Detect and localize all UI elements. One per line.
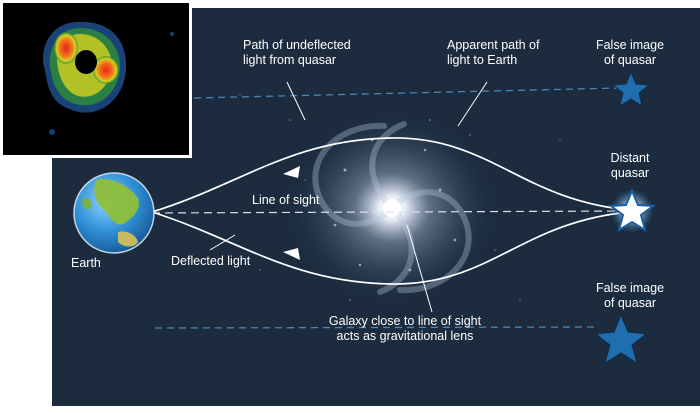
distant-quasar-star-icon [608, 188, 656, 233]
deflected-light-top-path [151, 137, 631, 213]
undeflected-path-label: Path of undeflected light from quasar [243, 38, 351, 67]
apparent-path-top-dashed-line [193, 87, 619, 99]
arrow-top-icon [283, 166, 300, 178]
false-image-bottom-star-icon [594, 313, 648, 365]
pointer-deflected [209, 234, 236, 251]
deflected-light-bottom-path [151, 211, 631, 285]
line-of-sight-dashed-line [151, 210, 626, 214]
false-image-top-star-icon [611, 70, 651, 108]
false-image-top-label: False image of quasar [595, 38, 665, 67]
spiral-galaxy-image [282, 108, 502, 308]
radio-image-inset [0, 0, 192, 158]
apparent-path-bottom-dashed-line [154, 326, 599, 329]
galaxy-lens-label: Galaxy close to line of sight acts as gr… [328, 314, 482, 343]
earth-globe-icon [73, 172, 155, 254]
pointer-galaxy [406, 224, 433, 313]
distant-quasar-label: Distant quasar [610, 151, 650, 180]
line-of-sight-label: Line of sight [252, 193, 320, 207]
false-image-bottom-label: False image of quasar [595, 281, 665, 310]
pointer-apparent [457, 81, 488, 127]
arrow-bottom-icon [283, 248, 300, 260]
pointer-undeflected [286, 81, 306, 121]
deflected-light-label: Deflected light [171, 254, 251, 268]
earth-label: Earth [71, 256, 101, 270]
apparent-path-label: Apparent path of light to Earth [447, 38, 540, 67]
